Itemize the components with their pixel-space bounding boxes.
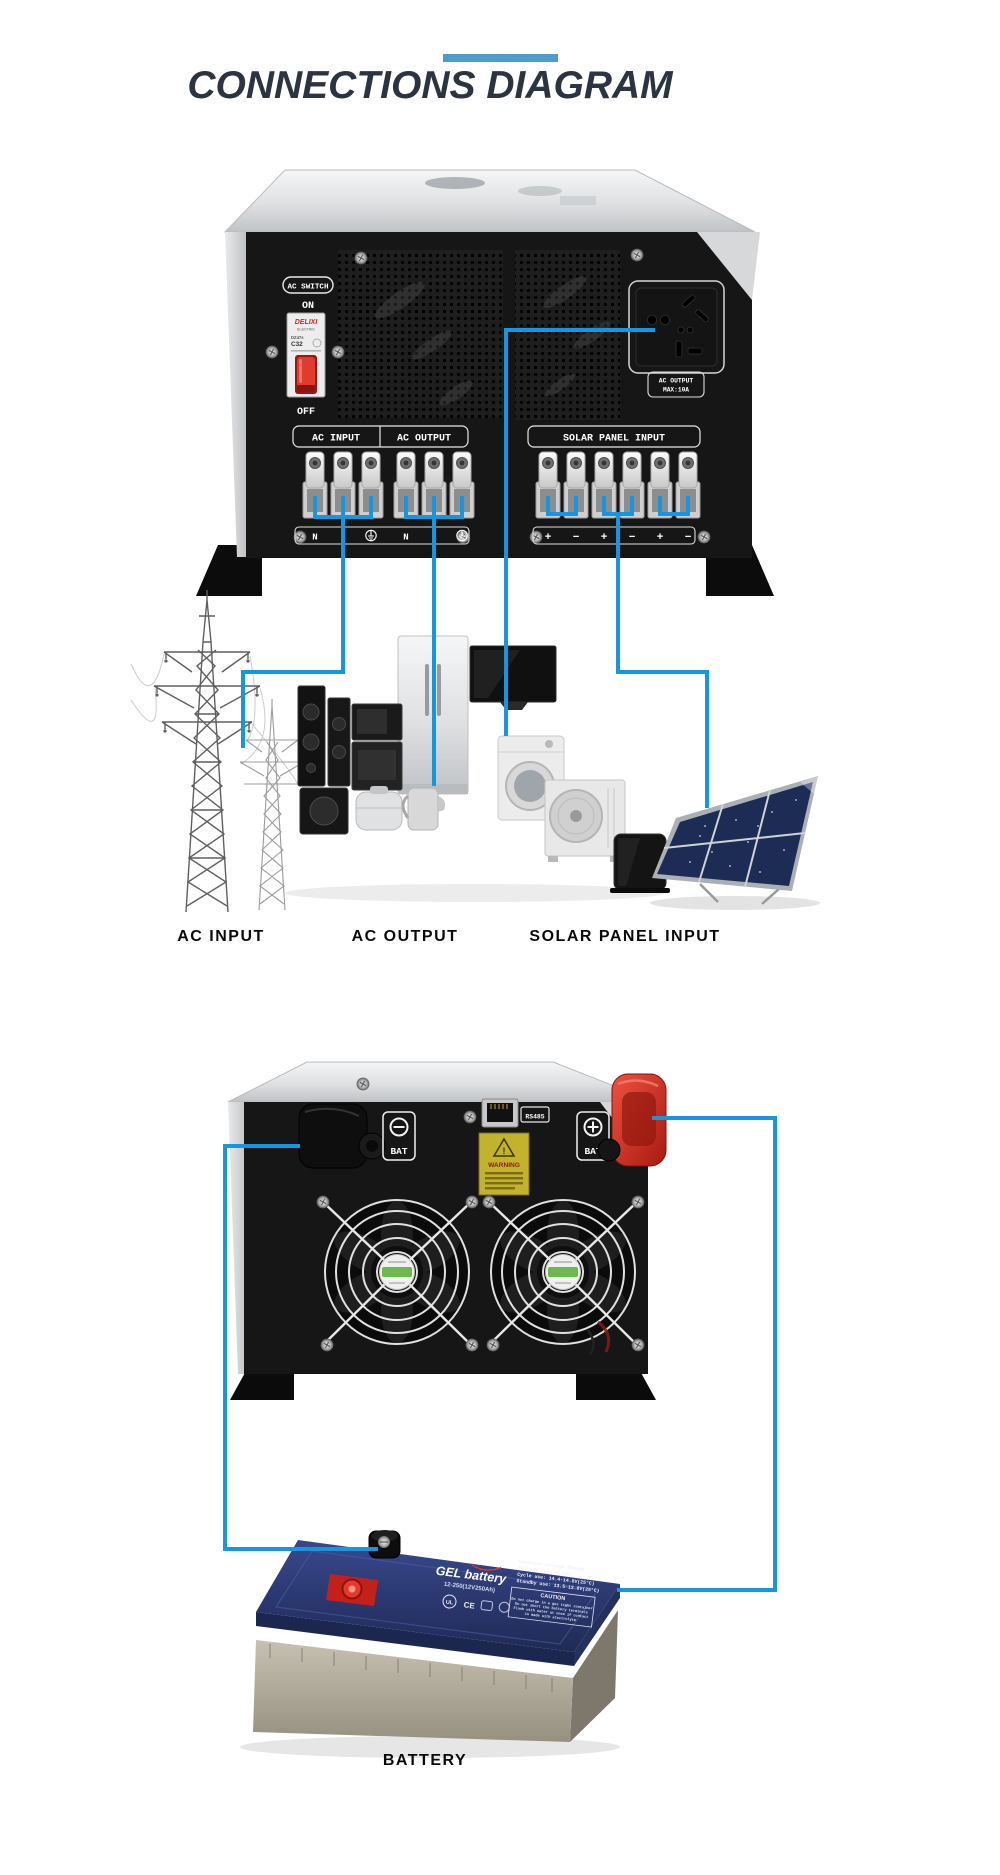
ac-switch-label: AC SWITCH bbox=[287, 284, 328, 292]
breaker-subbrand: ELECTRIC bbox=[297, 328, 315, 332]
inverter-bottom-panel: BAT RS485 ! WARNING bbox=[227, 1061, 667, 1400]
battery-image: CNC GEL battery 12-250(12V250Ah) UL CE C… bbox=[240, 1530, 620, 1758]
caution-title: CAUTION bbox=[540, 1593, 566, 1602]
rice-cooker bbox=[355, 786, 403, 831]
appliances-image bbox=[285, 635, 670, 902]
marking-n1: N bbox=[312, 533, 317, 543]
ac-input-section-label: AC INPUT bbox=[312, 434, 360, 445]
marking-n2: N bbox=[403, 533, 408, 543]
circuit-breaker: DELIXI ELECTRIC DZ47s C32 bbox=[286, 312, 326, 398]
inverter-back-panel: AC SWITCH ON DELIXI ELECTRIC DZ47s C32 bbox=[196, 169, 774, 596]
breaker-model: DZ47s bbox=[291, 335, 304, 340]
breaker-rating: C32 bbox=[291, 341, 303, 348]
line-battery-negative bbox=[223, 1144, 378, 1551]
marking-plus1: + bbox=[545, 532, 552, 544]
warning-exclamation: ! bbox=[503, 1146, 506, 1156]
kettle bbox=[401, 787, 446, 831]
marking-minus1: − bbox=[573, 532, 580, 544]
solar-section-label: SOLAR PANEL INPUT bbox=[563, 434, 665, 445]
ac-output-socket: AC OUTPUT MAX:10A bbox=[628, 280, 725, 398]
marking-minus2: − bbox=[629, 532, 636, 544]
page-title: CONNECTIONS DIAGRAM bbox=[187, 64, 673, 107]
bat-plus-label: BAT bbox=[584, 1146, 601, 1157]
line-battery-positive bbox=[617, 1116, 777, 1592]
marking-plus3: + bbox=[657, 532, 664, 544]
line-solar bbox=[546, 496, 709, 808]
ac-output-section-label: AC OUTPUT bbox=[397, 434, 451, 445]
bat-minus-label: BAT bbox=[390, 1146, 407, 1157]
warning-sticker: ! WARNING bbox=[478, 1132, 530, 1196]
battery-labels: CNC GEL battery 12-250(12V250Ah) UL CE C… bbox=[435, 1551, 600, 1628]
tv bbox=[469, 645, 557, 710]
speakers bbox=[297, 685, 351, 787]
label-battery: BATTERY bbox=[382, 1752, 468, 1769]
battery-brand: CNC bbox=[471, 1551, 501, 1568]
air-conditioner-unit bbox=[544, 779, 626, 862]
cooling-fans bbox=[317, 1196, 644, 1355]
warning-title: WARNING bbox=[488, 1162, 520, 1169]
breaker-toggle bbox=[295, 355, 317, 394]
minus-icon bbox=[389, 1117, 409, 1137]
svg-text:is made with electrolyte: is made with electrolyte bbox=[524, 1612, 576, 1623]
line-ac-output-socket bbox=[504, 328, 655, 736]
vent-holes bbox=[338, 250, 620, 420]
solar-terminal-section: SOLAR PANEL INPUT + − + − + − bbox=[527, 425, 701, 545]
battery-terminal-knob bbox=[368, 1530, 401, 1559]
connection-lines bbox=[223, 328, 777, 1592]
microwave-oven bbox=[351, 703, 403, 791]
battery-positive-terminal bbox=[597, 1073, 667, 1167]
title-accent-bar bbox=[443, 54, 558, 62]
switch-off-label: OFF bbox=[297, 407, 315, 418]
label-ac-input: AC INPUT bbox=[177, 928, 265, 945]
switch-on-label: ON bbox=[302, 301, 314, 312]
rs485-port: RS485 bbox=[463, 1098, 550, 1128]
label-solar-panel-input: SOLAR PANEL INPUT bbox=[529, 928, 721, 945]
rs485-label: RS485 bbox=[525, 1114, 544, 1121]
subwoofer bbox=[299, 787, 349, 835]
power-towers-image bbox=[130, 590, 305, 913]
ac-switch-section: AC SWITCH ON DELIXI ELECTRIC DZ47s C32 bbox=[282, 276, 334, 418]
line-ac-output-terminals bbox=[404, 496, 464, 786]
battery-negative-terminal bbox=[298, 1103, 386, 1169]
battery-red-terminal bbox=[326, 1574, 378, 1606]
line-ac-input bbox=[241, 496, 373, 748]
bat-plus-label-box: BAT bbox=[576, 1111, 610, 1161]
socket-label-line1: AC OUTPUT bbox=[659, 378, 694, 385]
marking-plus2: + bbox=[601, 532, 608, 544]
plus-icon bbox=[583, 1117, 603, 1137]
label-ac-output: AC OUTPUT bbox=[351, 928, 459, 945]
marking-minus3: − bbox=[685, 532, 692, 544]
socket-label-line2: MAX:10A bbox=[663, 387, 689, 394]
bat-minus-label-box: BAT bbox=[382, 1111, 416, 1161]
solar-panel-image bbox=[650, 776, 820, 910]
cert-ce: CE bbox=[463, 1600, 476, 1610]
breaker-brand: DELIXI bbox=[295, 319, 319, 326]
cert-ul: UL bbox=[445, 1600, 454, 1607]
